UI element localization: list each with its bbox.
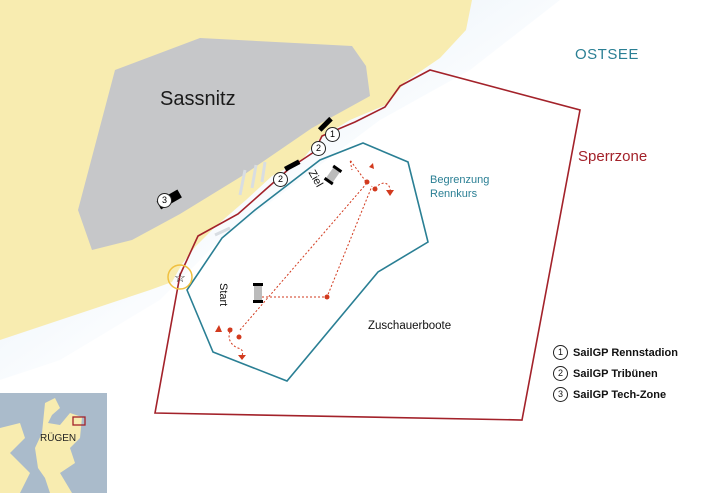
town-label: Sassnitz (160, 88, 236, 110)
marker-3: 3 (157, 190, 177, 208)
inset-island-label: RÜGEN (40, 433, 77, 444)
marker-2: 1 (325, 124, 345, 142)
spectator-boats-label: Zuschauerboote (368, 320, 452, 332)
course-marks (215, 163, 394, 360)
town-area (78, 38, 370, 250)
venue-highlight-ring (167, 264, 193, 290)
finish-line (323, 164, 343, 186)
inset-map (0, 393, 107, 493)
star-icon: ☆ (174, 270, 186, 285)
marker-1: 2 (311, 138, 331, 156)
marker-2: 2 (273, 169, 293, 187)
restricted-zone-border (154, 69, 581, 421)
start-line (253, 283, 263, 303)
start-label: Start (217, 283, 229, 307)
sea-label: OSTSEE (575, 46, 639, 63)
harbour-piers (214, 161, 267, 237)
course-boundary (186, 142, 429, 382)
restricted-zone-label: Sperrzone (578, 148, 648, 165)
